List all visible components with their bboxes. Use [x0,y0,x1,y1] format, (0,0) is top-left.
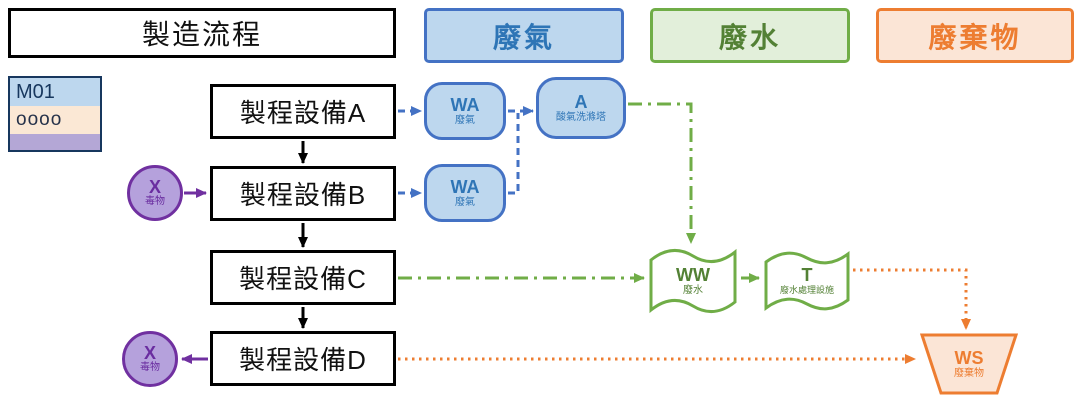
ws-label: 廢棄物 [954,368,984,380]
scrubber-node: A 酸氣洗滌塔 [536,77,626,139]
legend-code-band: M01 [10,78,100,106]
waste-gas-node-wa1: WA 廢氣 [424,82,506,140]
column-header-waste-gas: 廢氣 [424,8,624,63]
waste-water-header-label: 廢水 [718,21,781,53]
water-treatment-node-t: T 廢水處理設施 [763,248,851,314]
toxin-input-symbol: X [148,177,161,198]
legend-code: M01 [16,80,55,103]
treatment-label: 廢水處理設施 [779,284,834,295]
column-header-solid-waste: 廢棄物 [876,8,1074,63]
equipment-b-label: 製程設備B [239,180,367,210]
toxin-input-node: X 毒物 [127,165,183,221]
equipment-box-c: 製程設備C [210,250,396,305]
equipment-d-label: 製程設備D [239,345,367,375]
waste-gas-header-label: 廢氣 [492,21,555,53]
wa1-code: WA [450,94,480,115]
equipment-a-label: 製程設備A [239,98,367,128]
wave-shape [764,251,850,311]
waste-arrow-t-to-ws [853,268,971,330]
equipment-c-label: 製程設備C [239,264,367,294]
ww-label: 廢水 [682,285,703,297]
treatment-code: T [801,265,813,286]
trapezoid-shape [920,333,1018,395]
equipment-box-a: 製程設備A [210,84,396,139]
toxin-output-symbol: X [143,343,156,364]
solid-waste-header-label: 廢棄物 [928,21,1022,53]
wa2-code: WA [450,176,480,197]
toxin-output-label: 毒物 [140,362,160,374]
equipment-box-d: 製程設備D [210,331,396,386]
toxin-input-label: 毒物 [145,196,165,208]
scrubber-code: A [574,91,588,112]
equipment-box-b: 製程設備B [210,166,396,221]
legend-placeholder-band: oooo [10,106,100,134]
legend-color-band [10,134,100,150]
waste-gas-node-wa2: WA 廢氣 [424,164,506,222]
toxin-output-node: X 毒物 [122,331,178,387]
waste-water-node-ww: WW 廢水 [648,245,738,317]
wa1-label: 廢氣 [455,115,475,127]
scrubber-label: 酸氣洗滌塔 [556,112,606,124]
ww-code: WW [676,264,710,285]
water-arrow-scrubber-to-ww [628,102,696,244]
solid-waste-node-ws: WS 廢棄物 [920,333,1018,395]
legend-card-m01: M01 oooo [8,76,102,152]
legend-placeholder: oooo [16,109,63,130]
wave-shape [649,248,737,314]
ws-code: WS [954,347,984,368]
column-header-waste-water: 廢水 [650,8,850,63]
wa2-label: 廢氣 [455,197,475,209]
diagram-title-label: 製造流程 [141,19,262,50]
diagram-title: 製造流程 [8,8,396,58]
gas-line-wa2-join [508,113,520,195]
